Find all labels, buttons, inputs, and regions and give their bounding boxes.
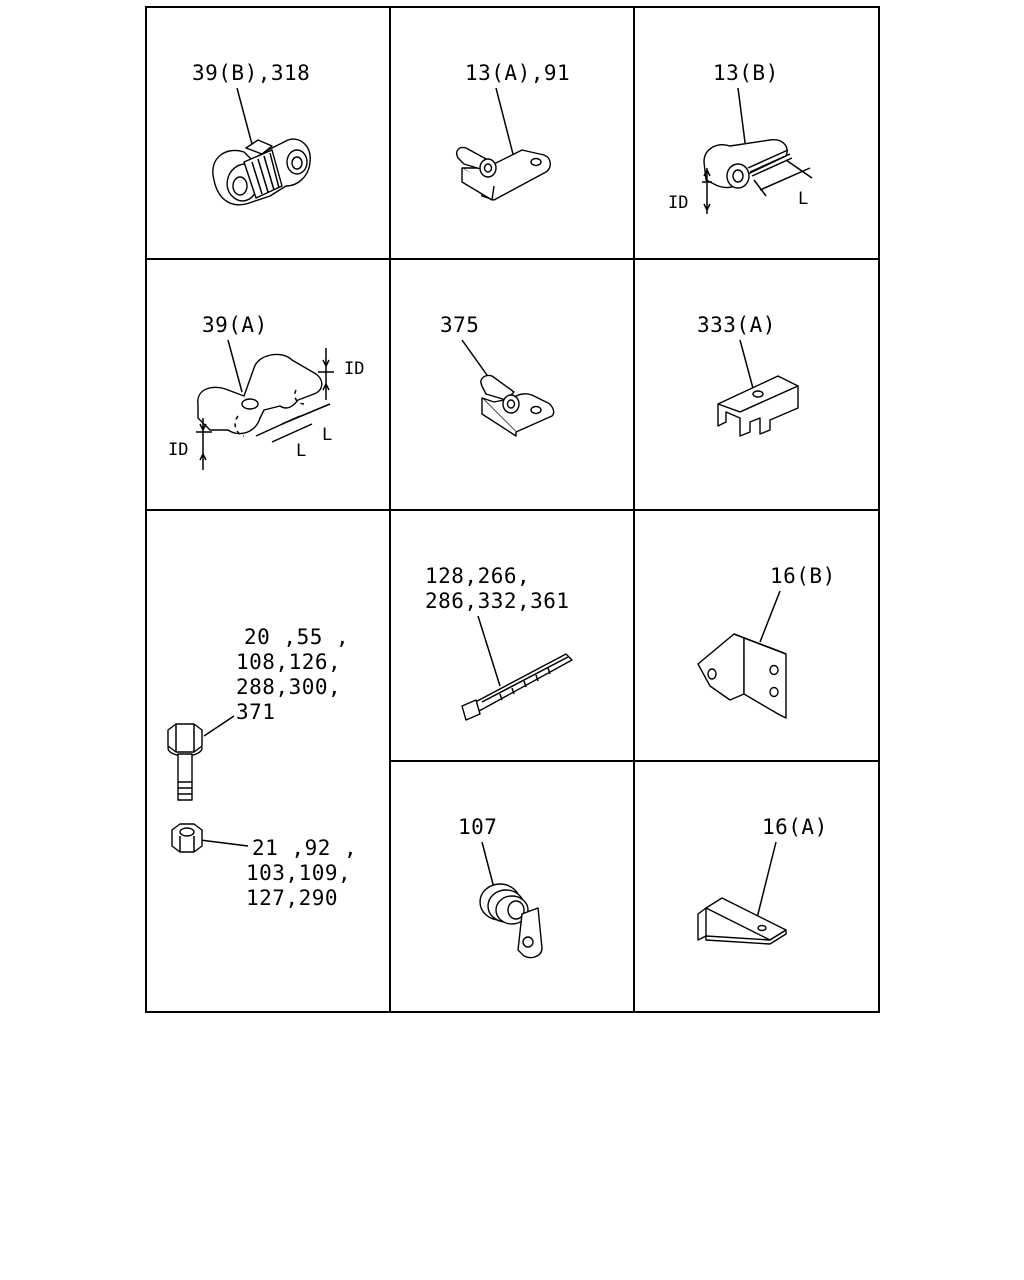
leader-line — [236, 87, 254, 149]
leader-line — [481, 841, 495, 889]
cell-16a: 16(A) — [697, 815, 828, 945]
cable-tie-illustration — [461, 653, 573, 721]
dimension-id-label: ID — [668, 193, 688, 213]
cell-39a: 39(A) ID ID L L — [168, 313, 364, 470]
bolt-label-line-3: 288,300, — [236, 675, 341, 699]
leader-line — [755, 841, 777, 923]
part-label-16a: 16(A) — [762, 815, 828, 839]
part-label-39a: 39(A) — [202, 313, 268, 337]
cell-13a-91: 13(A),91 — [456, 61, 570, 201]
cell-cable-tie: 128,266, 286,332,361 — [425, 564, 573, 721]
dimension-marks-39a — [196, 348, 334, 470]
clip-107-illustration — [479, 883, 543, 959]
dimension-id-bottom-label: ID — [168, 440, 188, 460]
leader-line — [495, 87, 515, 159]
nut-label-line-2: 103,109, — [246, 861, 351, 885]
leader-line — [759, 590, 781, 643]
bolt-label-line-1: 20 ,55 , — [244, 625, 349, 649]
leader-line — [227, 339, 243, 393]
nut-label-line-3: 127,290 — [246, 886, 338, 910]
cell-39b-318: 39(B),318 — [192, 61, 311, 206]
cell-375: 375 — [440, 313, 555, 437]
part-label-13b: 13(B) — [713, 61, 779, 85]
part-label-16b: 16(B) — [770, 564, 836, 588]
double-clip-illustration — [212, 138, 311, 206]
cell-16b: 16(B) — [697, 564, 836, 719]
cell-107: 107 — [458, 815, 543, 959]
cell-13b: 13(B) ID L — [668, 61, 813, 214]
dimension-id-top-label: ID — [344, 359, 364, 379]
hex-nut-illustration — [171, 823, 203, 853]
leader-line — [737, 87, 747, 151]
clamp-13b-illustration — [703, 139, 793, 189]
part-label-107: 107 — [458, 815, 497, 839]
bolt-label-line-2: 108,126, — [236, 650, 341, 674]
leader-line-nut — [199, 839, 249, 847]
clip-375-illustration — [480, 374, 555, 437]
bracket-333a-illustration — [717, 375, 799, 437]
tie-label-line-2: 286,332,361 — [425, 589, 570, 613]
saddle-clamp-illustration — [197, 353, 323, 437]
part-label-333a: 333(A) — [697, 313, 776, 337]
leader-line — [477, 615, 501, 687]
dimension-l-right-label: L — [322, 425, 332, 445]
bolt-label-line-4: 371 — [236, 700, 275, 724]
dimension-l-left-label: L — [296, 441, 306, 461]
tie-label-line-1: 128,266, — [425, 564, 530, 588]
leader-line-bolt — [203, 715, 235, 737]
clamp-13a-illustration — [456, 146, 551, 201]
parts-grid — [145, 6, 880, 1013]
bracket-16a-illustration — [697, 897, 787, 945]
flange-bolt-illustration — [167, 723, 203, 801]
dimension-l-label: L — [798, 189, 808, 209]
nut-label-line-1: 21 ,92 , — [252, 836, 357, 860]
part-label-375: 375 — [440, 313, 479, 337]
part-label-13a-91: 13(A),91 — [465, 61, 570, 85]
bracket-16b-illustration — [697, 633, 787, 719]
part-label-39b-318: 39(B),318 — [192, 61, 310, 85]
leader-line — [739, 339, 755, 393]
cell-333a: 333(A) — [697, 313, 799, 437]
dimension-marks-13b — [702, 159, 813, 214]
cell-bolt-nut: 20 ,55 , 108,126, 288,300, 371 21 ,92 , … — [167, 625, 357, 910]
